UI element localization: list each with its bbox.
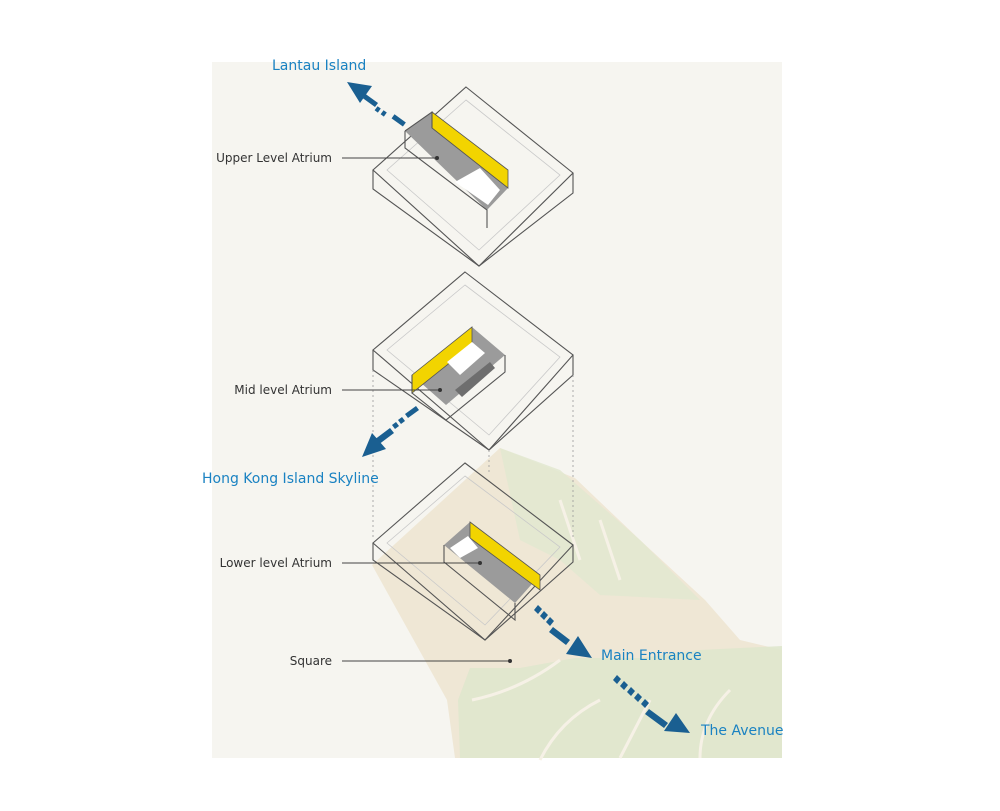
arrow-head <box>362 433 386 457</box>
arrow-dash <box>392 422 399 429</box>
arrow-dash <box>546 617 554 626</box>
atrium-void <box>455 168 500 205</box>
leader-dot <box>438 388 442 392</box>
label-upper-level-atrium: Upper Level Atrium <box>216 151 332 165</box>
arrow-shaft <box>645 709 668 728</box>
arrow-dash <box>398 417 405 424</box>
label-lantau-island: Lantau Island <box>272 58 366 74</box>
box-outline <box>372 543 574 641</box>
label-lower-level-atrium: Lower level Atrium <box>220 556 332 570</box>
arrow-dash <box>634 693 642 702</box>
connector-line <box>372 370 574 540</box>
upper-level-box <box>372 86 574 267</box>
arrow-avenue <box>613 675 690 733</box>
arrow-head <box>664 713 690 733</box>
mid-level-box <box>372 271 574 451</box>
escalator <box>455 362 495 397</box>
arrow-head <box>566 636 592 658</box>
arrow-dash <box>627 687 635 696</box>
arrow-shaft <box>374 428 394 445</box>
leader-dot <box>508 659 512 663</box>
lower-level-box <box>372 462 574 641</box>
leader-dot <box>435 156 439 160</box>
atrium-edge <box>411 355 506 421</box>
arrow-dash <box>540 611 548 620</box>
arrow-dash <box>380 110 387 117</box>
atrium-edge <box>443 545 516 622</box>
arrow-hk-skyline <box>362 406 419 457</box>
arrow-dash <box>613 675 621 684</box>
box-inner-edge <box>386 475 561 626</box>
atrium-wall <box>469 521 541 591</box>
leader-dot <box>478 561 482 565</box>
atrium-void <box>447 342 485 375</box>
arrow-dash <box>391 114 406 127</box>
arrow-lantau <box>347 82 406 127</box>
walkway <box>471 499 732 761</box>
label-the-avenue: The Avenue <box>700 723 784 739</box>
arrow-shaft <box>549 627 570 645</box>
label-square: Square <box>290 654 332 668</box>
arrow-dash <box>405 406 419 418</box>
box-inner-edge <box>386 99 561 251</box>
arrow-main-entrance <box>534 605 592 658</box>
label-hk-island-skyline: Hong Kong Island Skyline <box>202 471 379 487</box>
label-mid-level-atrium: Mid level Atrium <box>234 383 332 397</box>
arrow-dash <box>641 699 649 708</box>
box-inner-edge <box>386 284 561 436</box>
label-main-entrance: Main Entrance <box>601 648 702 664</box>
box-outline <box>372 170 574 267</box>
atrium-void <box>450 536 478 558</box>
arrow-dash <box>534 605 542 614</box>
arrow-head <box>347 82 372 103</box>
arrow-dash <box>374 106 381 113</box>
atrium-edge <box>404 110 488 228</box>
leader-lines <box>342 156 512 663</box>
arrow-dash <box>620 681 628 690</box>
